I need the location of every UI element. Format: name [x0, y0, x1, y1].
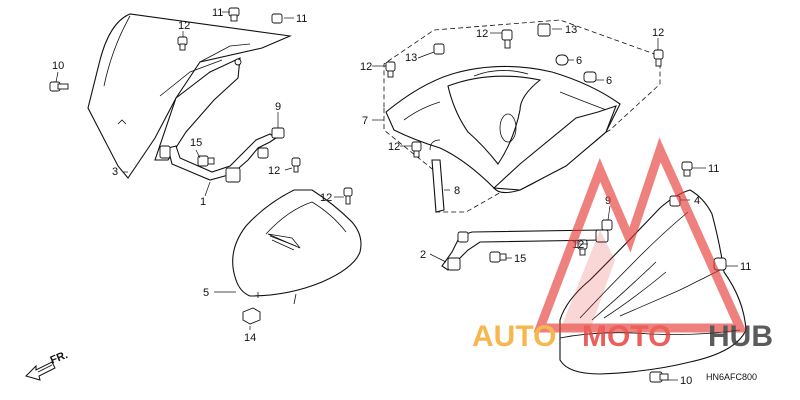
callout-13: 13: [565, 24, 577, 36]
callout-5: 5: [203, 287, 209, 299]
callout-15: 15: [190, 137, 202, 149]
callout-6: 6: [606, 75, 612, 87]
callout-9: 9: [605, 195, 611, 207]
windscreen: [87, 13, 293, 179]
callout-12: 12: [320, 192, 332, 204]
callout-15: 15: [514, 253, 526, 265]
callout-13: 13: [405, 52, 417, 64]
fr-label: FR.: [49, 349, 70, 367]
seal-strip-8: [431, 159, 445, 213]
callout-8: 8: [454, 185, 460, 197]
callout-11: 11: [212, 7, 223, 19]
fuel-tank-cover: [385, 65, 621, 194]
fuel-tank-fasteners: [385, 23, 664, 158]
callout-12: 12: [360, 61, 372, 73]
callout-labels: 11 11 12 10 3 15 1 9 12 12 5 14 12 13 12…: [52, 7, 751, 387]
callout-9: 9: [275, 101, 281, 113]
callout-7: 7: [362, 115, 368, 127]
callout-6: 6: [576, 55, 582, 67]
front-direction-arrow: FR.: [25, 349, 70, 381]
callout-10: 10: [52, 60, 64, 72]
callout-11: 11: [740, 261, 751, 273]
callout-2: 2: [420, 249, 426, 261]
drawing-code: HN6AFC800: [706, 372, 757, 382]
callout-12: 12: [178, 20, 190, 32]
leader-lines: [55, 11, 738, 381]
callout-11: 11: [296, 13, 307, 25]
callout-14: 14: [244, 332, 256, 344]
callout-4: 4: [694, 195, 700, 207]
stay-bracket-1: [159, 127, 301, 183]
callout-12: 12: [476, 28, 488, 40]
watermark-auto: AUTO: [472, 320, 556, 353]
automotohub-watermark: AUTO MOTO HUB: [472, 137, 773, 353]
watermark-moto: MOTO: [582, 320, 671, 353]
callout-12: 12: [388, 141, 400, 153]
callout-12: 12: [268, 165, 280, 177]
callout-10: 10: [680, 375, 692, 387]
callout-3: 3: [112, 166, 118, 178]
callout-11: 11: [708, 163, 719, 175]
callout-1: 1: [200, 196, 206, 208]
callout-12: 12: [652, 27, 664, 39]
watermark-hub: HUB: [708, 320, 773, 353]
front-cover-5: [232, 187, 362, 325]
